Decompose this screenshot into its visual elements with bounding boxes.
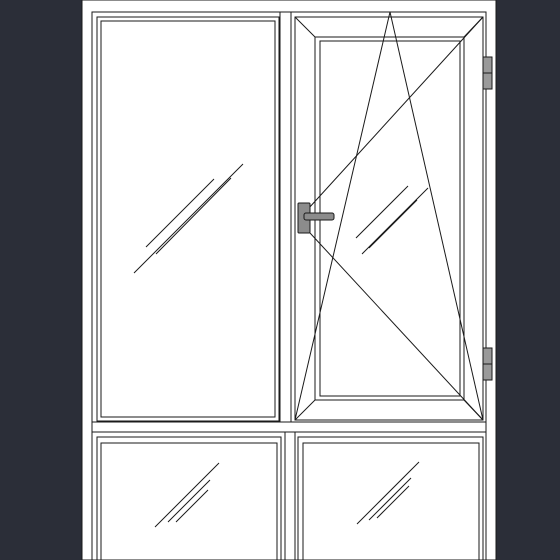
glass-reflection-marks — [133, 163, 244, 274]
frame-outer-edge — [81, 0, 497, 560]
glass-reflection-marks — [356, 461, 420, 525]
hinge-top-icon — [482, 56, 493, 90]
glass-bottom-right — [302, 442, 480, 560]
frame-inner-edge — [91, 11, 487, 560]
glazing-bead-outer — [96, 436, 282, 560]
pane-bottom-right — [297, 436, 484, 560]
pane-top-right-sash — [294, 11, 484, 421]
pane-top-left — [96, 16, 280, 422]
outer-frame — [81, 0, 497, 560]
turn-opening-marks — [297, 16, 484, 421]
pane-bottom-left — [96, 436, 282, 560]
sash-bevel — [294, 16, 316, 38]
glass-reflection-marks — [355, 185, 429, 255]
hinge-bottom-icon — [482, 347, 493, 381]
tilt-opening-marks — [294, 11, 484, 421]
glass-top-left — [100, 20, 276, 418]
sash-bevel — [294, 399, 316, 421]
glazing-bead-outer — [96, 16, 280, 422]
glass-reflection-marks — [154, 462, 220, 528]
glass-bottom-left — [100, 442, 278, 560]
sash-handle-icon — [297, 202, 335, 234]
glazing-bead-outer — [297, 436, 484, 560]
